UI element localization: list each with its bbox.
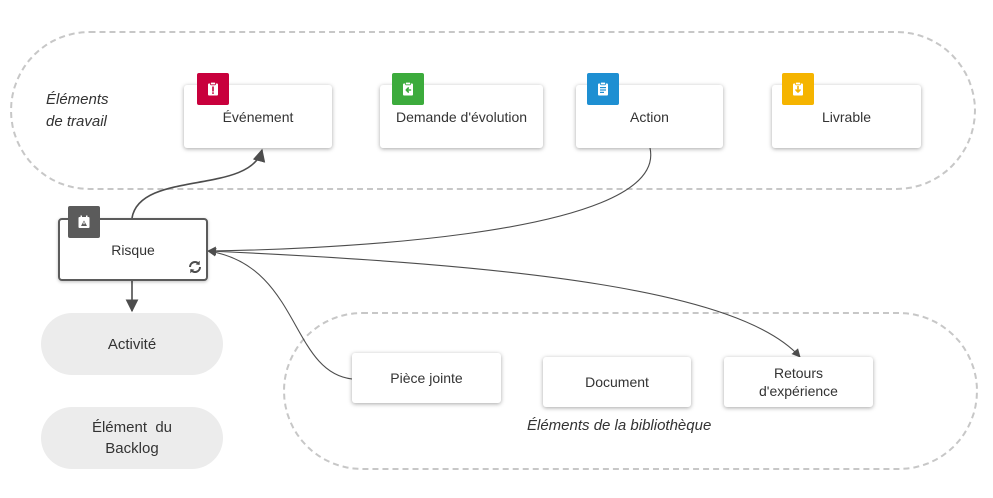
refresh-icon[interactable] [186, 258, 204, 276]
library-group [283, 312, 978, 470]
work-items-group-label: Éléments de travail [46, 89, 109, 133]
deliverable-badge [782, 73, 814, 105]
change-request-node[interactable]: Demande d'évolution [380, 85, 543, 148]
action-label: Action [630, 108, 669, 125]
backlog-label-line2: Backlog [105, 440, 159, 457]
change-request-label: Demande d'évolution [395, 108, 528, 125]
risk-badge [68, 206, 100, 238]
change-request-badge [392, 73, 424, 105]
lessons-label-line1: Retours [773, 365, 823, 381]
link-action-to-risk [207, 147, 652, 256]
risk-icon [78, 215, 90, 228]
document-node[interactable]: Document [543, 357, 691, 407]
link-risk-to-lessons [207, 250, 801, 358]
lessons-learned-label: Retours d'expérience [759, 364, 838, 400]
action-badge [587, 73, 619, 105]
risk-label: Risque [111, 241, 155, 258]
library-group-label: Éléments de la bibliothèque [527, 417, 712, 434]
list-clipboard-icon [598, 81, 608, 96]
link-attachment-to-risk [207, 247, 353, 380]
event-badge [197, 73, 229, 105]
lessons-learned-node[interactable]: Retours d'expérience [724, 357, 873, 407]
download-clipboard-icon [793, 81, 803, 96]
event-label: Événement [222, 108, 294, 125]
deliverable-label: Livrable [821, 108, 872, 125]
work-items-label-line2: de travail [46, 113, 107, 130]
backlog-item-pill[interactable]: Élément du Backlog [41, 407, 223, 469]
backlog-item-label: Élément du Backlog [92, 417, 172, 459]
activity-label: Activité [107, 335, 157, 353]
work-items-group [10, 31, 976, 190]
attachment-label: Pièce jointe [390, 370, 463, 386]
alert-clipboard-icon [208, 81, 218, 96]
work-items-label-line1: Éléments [46, 91, 109, 108]
arrow-clipboard-icon [403, 81, 413, 96]
document-label: Document [585, 374, 649, 390]
attachment-node[interactable]: Pièce jointe [352, 353, 501, 403]
backlog-label-line1: Élément du [91, 419, 173, 436]
activity-pill[interactable]: Activité [41, 313, 223, 375]
lessons-label-line2: d'expérience [759, 383, 838, 399]
link-risk-to-event [131, 148, 266, 219]
